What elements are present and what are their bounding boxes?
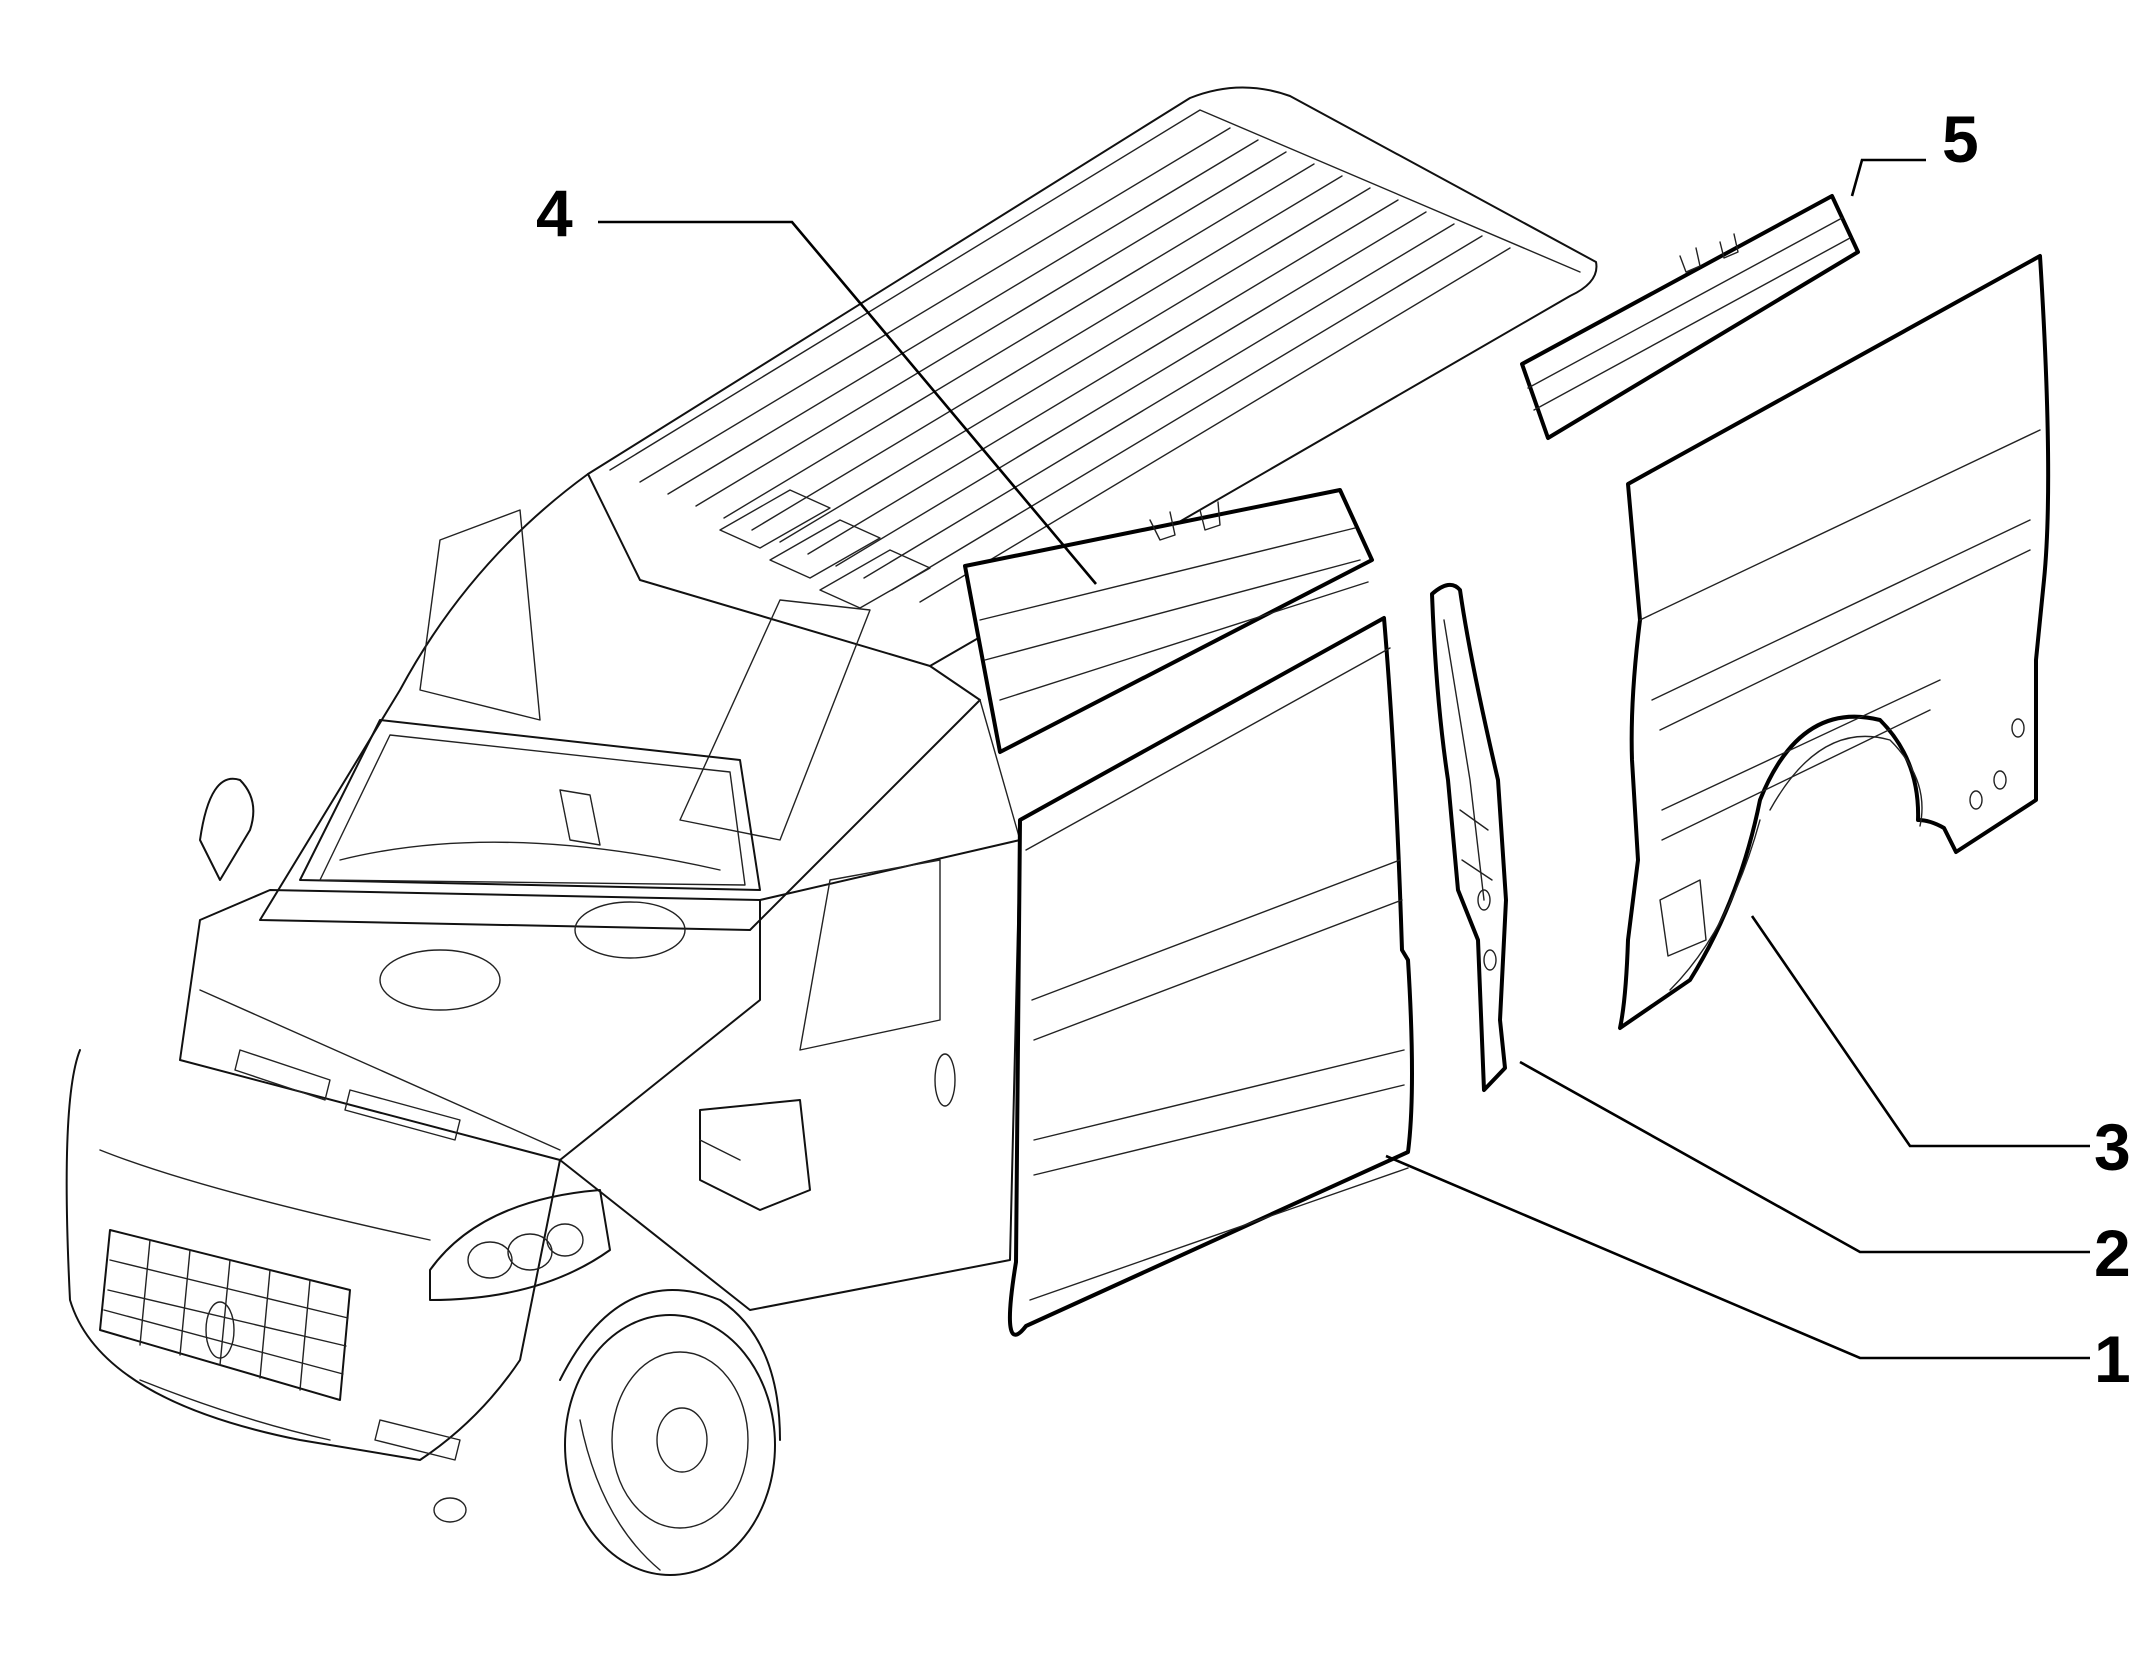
part-2-pillar-reinforcement (1430, 582, 1508, 1092)
part-5-roof-rail-rear (1520, 194, 1860, 440)
callout-3: 3 (2094, 1110, 2131, 1184)
leader-lines (598, 158, 2090, 1360)
leader-line-3 (1750, 915, 2090, 1148)
leader-line-5 (1850, 158, 1926, 197)
callout-5: 5 (1942, 102, 1979, 176)
part-1-front-side-panel (1007, 616, 1414, 1337)
callout-1: 1 (2094, 1322, 2131, 1396)
roof-ribs (639, 127, 1511, 603)
part-3-rear-side-panel (1618, 254, 2051, 1030)
callout-labels: 1 2 3 4 5 (536, 102, 2131, 1396)
van-body-illustration (65, 86, 1598, 1576)
leader-line-2 (1519, 1060, 2090, 1254)
callout-2: 2 (2094, 1216, 2131, 1290)
leader-line-1 (1385, 1154, 2090, 1360)
front-grille (99, 1229, 351, 1401)
callout-4: 4 (536, 176, 573, 250)
leader-line-4 (598, 220, 1097, 585)
part-4-roof-rail-front (963, 488, 1374, 754)
